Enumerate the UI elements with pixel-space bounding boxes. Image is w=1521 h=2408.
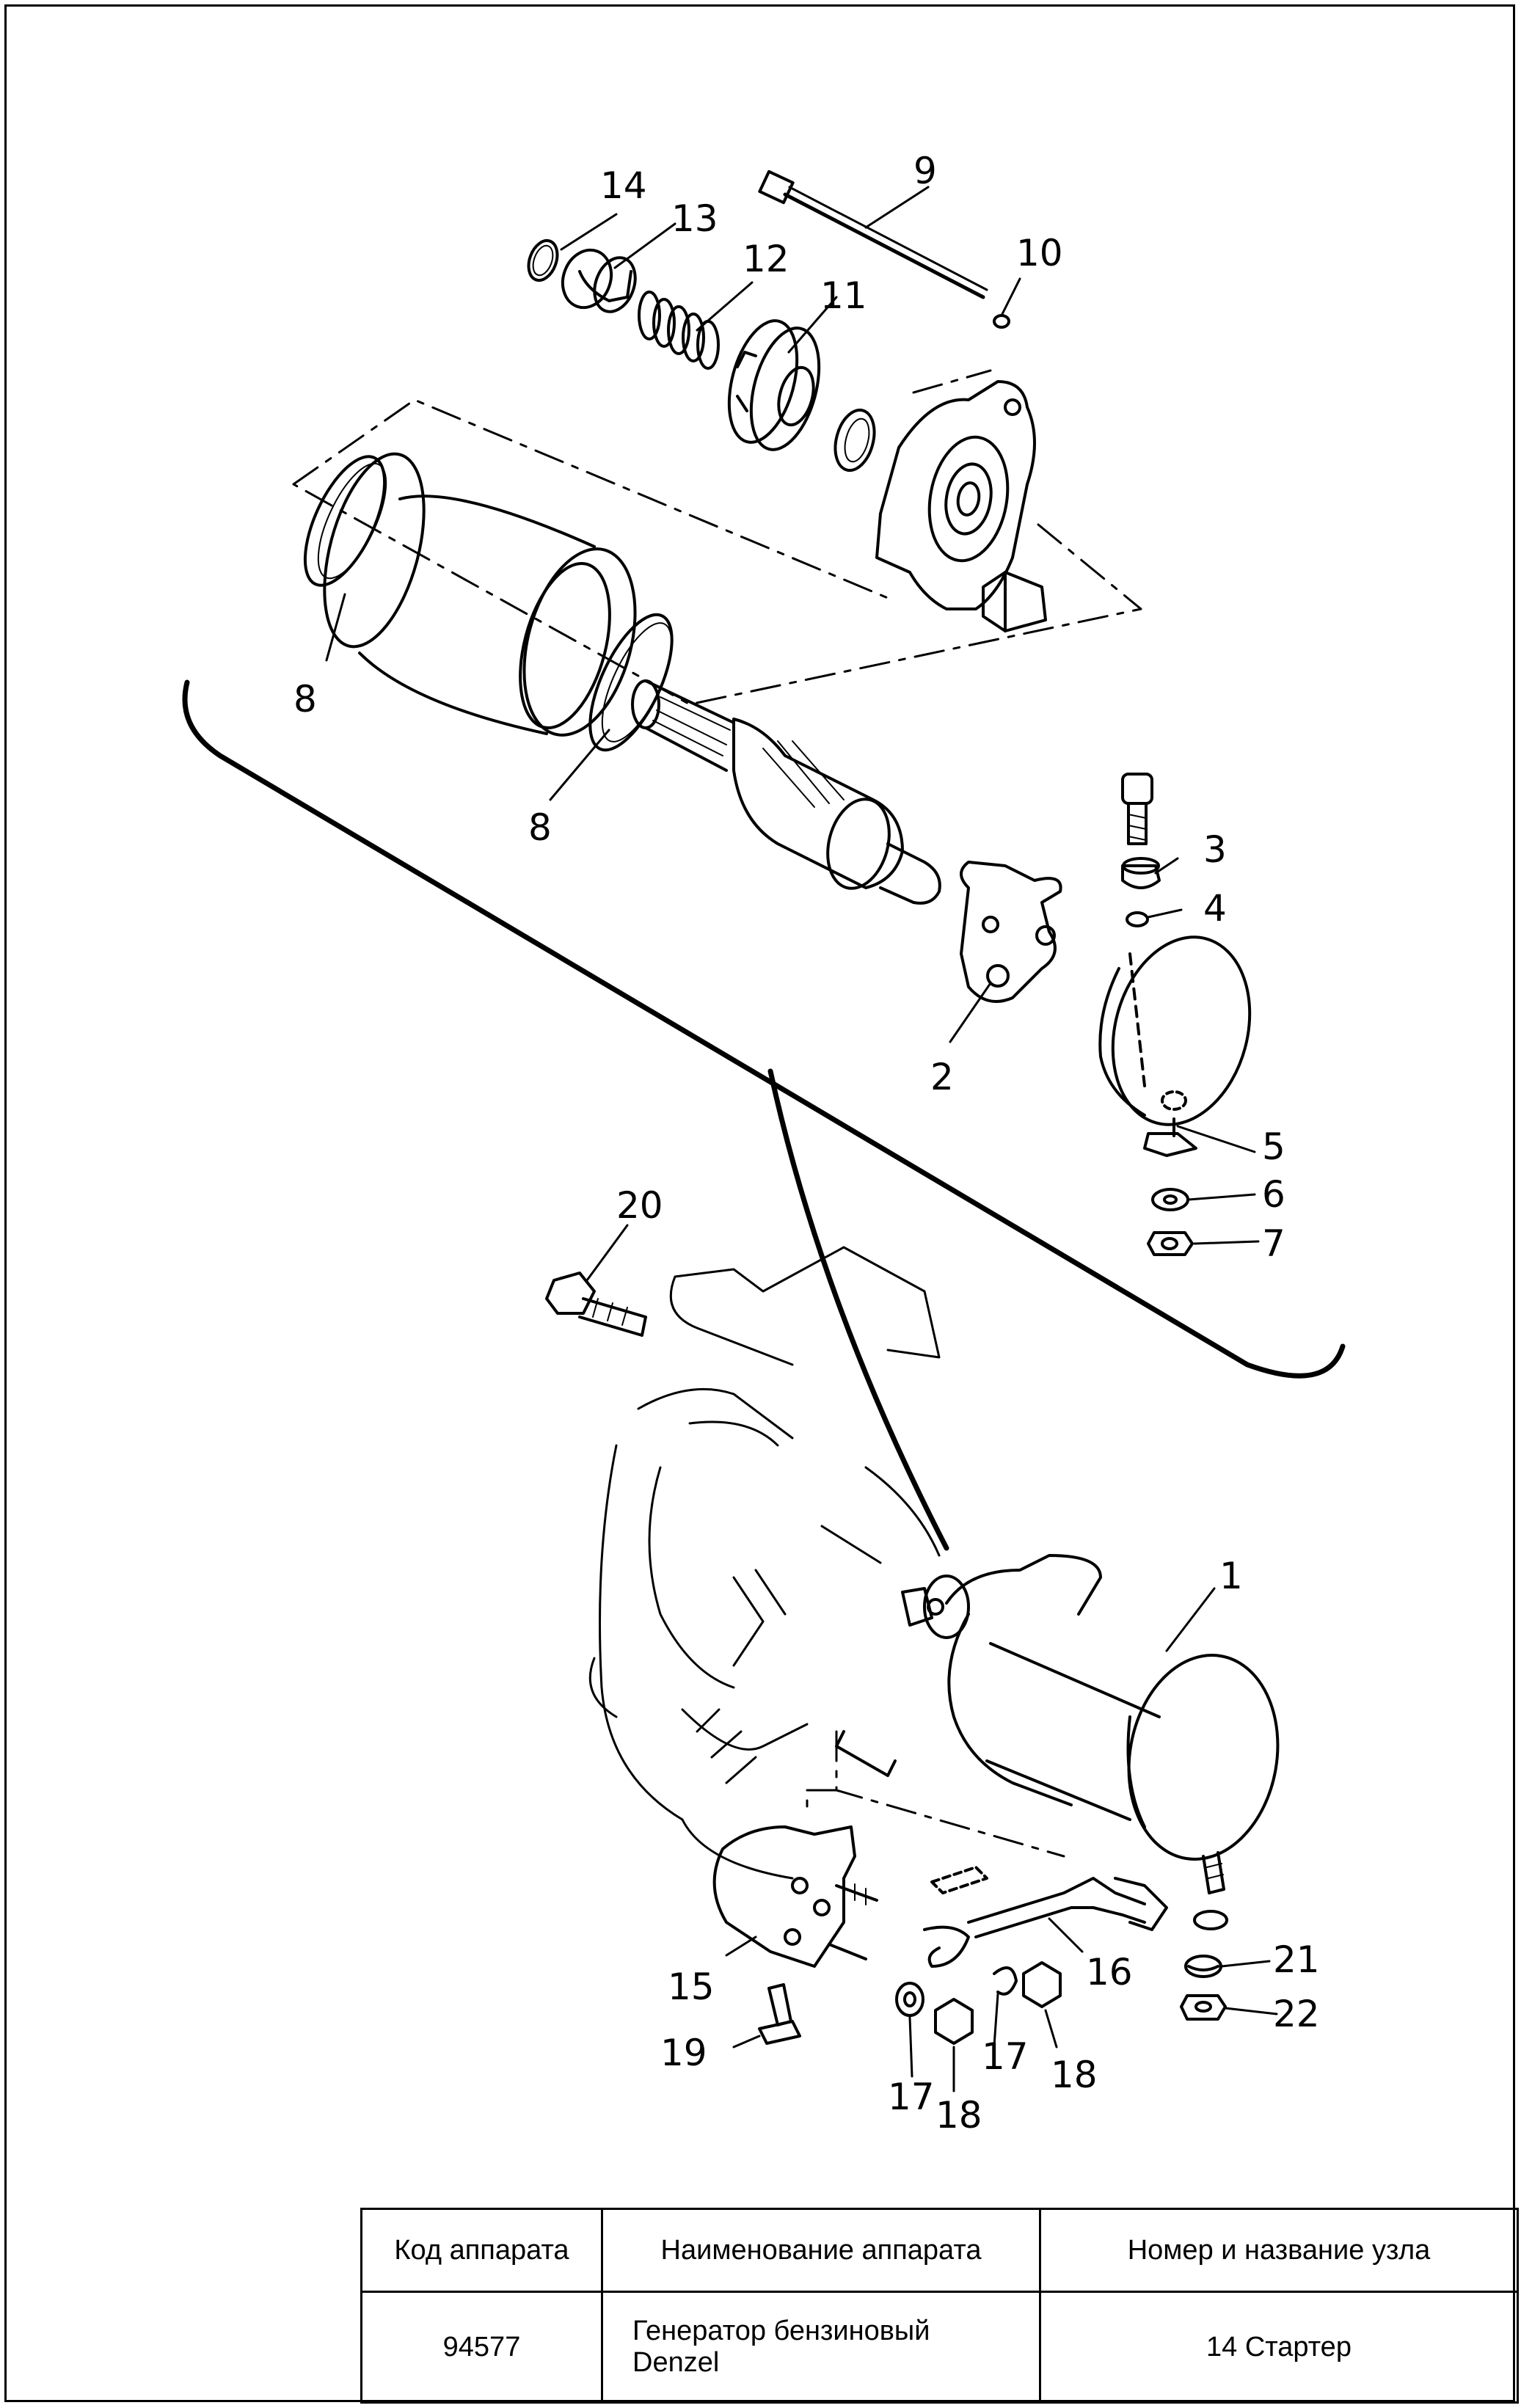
callout-8-bottom: 8 bbox=[528, 806, 552, 849]
callout-22: 22 bbox=[1273, 1993, 1320, 2035]
washer-part-21 bbox=[1184, 1955, 1222, 1978]
info-table-data-row: 94577 Генератор бензиновый Denzel 14 Ста… bbox=[360, 2291, 1519, 2404]
callout-6: 6 bbox=[1262, 1173, 1285, 1216]
callout-5: 5 bbox=[1262, 1125, 1285, 1168]
stop-collar-part-13 bbox=[561, 248, 637, 313]
washer-part-17-a bbox=[895, 1982, 924, 2017]
washer-part-17-b bbox=[993, 1966, 1018, 1996]
washer-part-6 bbox=[1151, 1188, 1189, 1211]
wiring-frame bbox=[806, 1730, 1065, 1858]
apparatus-name: Генератор бензиновый Denzel bbox=[601, 2291, 1041, 2404]
callout-10: 10 bbox=[1016, 232, 1063, 274]
pinion-part-11 bbox=[727, 319, 821, 451]
yoke-housing bbox=[323, 452, 637, 737]
callout-labels: 1 2 3 4 5 6 7 8 8 9 10 11 12 13 14 15 16… bbox=[293, 150, 1320, 2137]
brush-holder-part-2 bbox=[960, 861, 1062, 1003]
header-code: Код аппарата bbox=[360, 2208, 603, 2293]
callout-16: 16 bbox=[1086, 1951, 1133, 1993]
apparatus-name-line-1: Генератор бензиновый bbox=[632, 2316, 930, 2346]
bolt-part-20 bbox=[545, 1272, 647, 1337]
callout-12: 12 bbox=[743, 238, 789, 280]
o-ring-part-4 bbox=[1126, 911, 1149, 927]
starter-relay-part-15 bbox=[712, 1825, 878, 1968]
callout-9: 9 bbox=[913, 150, 937, 192]
callout-20: 20 bbox=[616, 1184, 663, 1227]
callout-11: 11 bbox=[820, 274, 867, 317]
nut-part-7 bbox=[1147, 1231, 1194, 1256]
engine-case bbox=[588, 1246, 941, 1880]
apparatus-name-line-2: Denzel bbox=[632, 2347, 720, 2378]
plate-part-5 bbox=[1143, 1132, 1197, 1157]
small-ring-part-10 bbox=[993, 314, 1010, 329]
nut-part-18-a bbox=[934, 1998, 974, 2045]
rear-cover bbox=[1098, 935, 1252, 1126]
callout-17-b: 17 bbox=[982, 2035, 1029, 2078]
callout-18-b: 18 bbox=[1051, 2054, 1098, 2096]
lead-wire-part-16 bbox=[923, 1866, 1228, 1968]
info-table-header-row: Код аппарата Наименование аппарата Номер… bbox=[360, 2208, 1519, 2293]
nut-part-22 bbox=[1180, 1994, 1227, 2021]
callout-7: 7 bbox=[1262, 1222, 1285, 1265]
node-name: 14 Стартер bbox=[1039, 2291, 1519, 2404]
apparatus-code: 94577 bbox=[360, 2291, 603, 2404]
washer-ring bbox=[834, 408, 876, 473]
callout-2: 2 bbox=[930, 1056, 954, 1098]
callout-14: 14 bbox=[600, 164, 647, 207]
nut-part-18-b bbox=[1022, 1961, 1062, 2008]
o-ring-part-8-bottom bbox=[588, 613, 674, 752]
callout-leader-curve bbox=[767, 1068, 949, 1551]
o-ring-part-8-top bbox=[303, 455, 387, 587]
header-name: Наименование аппарата bbox=[601, 2208, 1041, 2293]
callout-17-a: 17 bbox=[888, 2076, 935, 2118]
through-bolt-part-9 bbox=[758, 169, 988, 299]
exploded-view-outline bbox=[182, 679, 1346, 1379]
callout-3: 3 bbox=[1203, 828, 1227, 871]
spring-part-12 bbox=[638, 291, 720, 370]
callout-1: 1 bbox=[1219, 1555, 1243, 1597]
callout-19: 19 bbox=[660, 2032, 707, 2074]
front-bracket bbox=[875, 380, 1047, 632]
screw-part-3 bbox=[1121, 773, 1161, 889]
info-table: Код аппарата Наименование аппарата Номер… bbox=[360, 2208, 1519, 2404]
callout-18-a: 18 bbox=[935, 2094, 982, 2137]
callout-8-top: 8 bbox=[293, 678, 317, 720]
screw-part-19 bbox=[758, 1983, 801, 2045]
header-node: Номер и название узла bbox=[1039, 2208, 1519, 2293]
starter-motor-part-1 bbox=[835, 1554, 1280, 1894]
callout-4: 4 bbox=[1203, 887, 1227, 930]
armature bbox=[631, 679, 941, 905]
snap-ring-part-14 bbox=[527, 238, 559, 282]
leader-lines bbox=[325, 186, 1278, 2093]
callout-15: 15 bbox=[668, 1966, 715, 2008]
callout-13: 13 bbox=[671, 197, 718, 240]
upper-assembly-frame bbox=[292, 369, 1142, 706]
callout-21: 21 bbox=[1273, 1938, 1320, 1981]
